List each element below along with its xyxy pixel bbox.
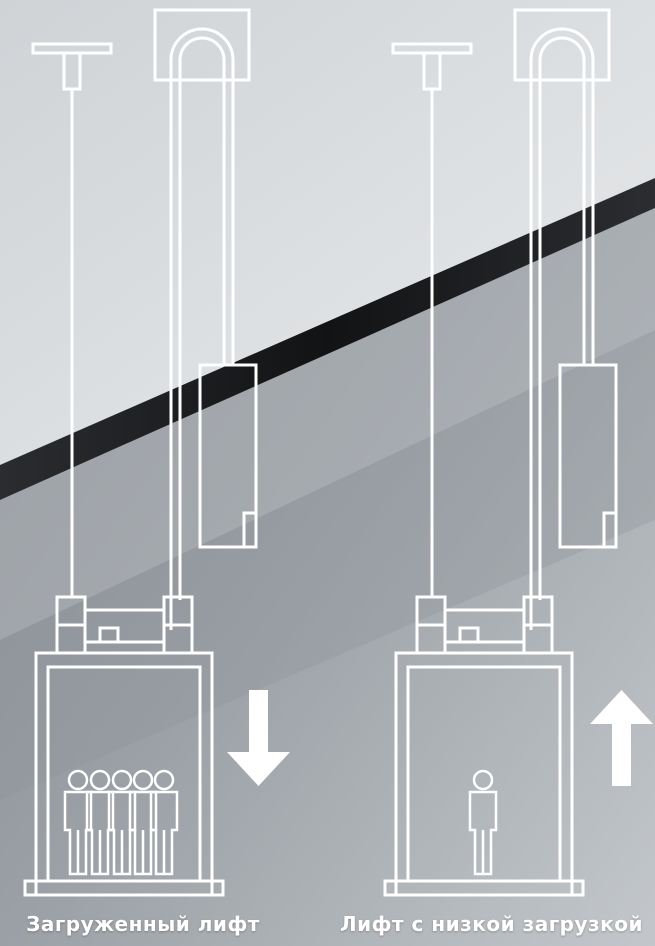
person-icon xyxy=(470,771,496,874)
crosshead-block xyxy=(100,628,118,642)
crosshead-beam xyxy=(445,610,524,642)
pulley-wheel-inner xyxy=(180,38,224,600)
pulley-box xyxy=(515,10,609,80)
light-elevator-caption: Лифт с низкой загрузкой xyxy=(340,912,640,936)
loaded-elevator xyxy=(25,10,290,895)
pulley-box xyxy=(155,10,249,80)
counterweight-foot xyxy=(604,513,616,547)
counterweight-foot xyxy=(244,513,256,547)
support-stem xyxy=(64,53,80,89)
counterweight xyxy=(200,365,256,547)
arrow-down-icon xyxy=(227,690,290,786)
arrow-up-icon xyxy=(590,690,653,786)
cabin-floor xyxy=(385,881,583,895)
crosshead-block xyxy=(460,628,478,642)
crosshead-beam xyxy=(85,610,164,642)
cabin-floor xyxy=(25,881,223,895)
cabin-frame-outer xyxy=(36,653,212,895)
support-stem xyxy=(424,53,440,89)
loaded-elevator-caption: Загруженный лифт xyxy=(18,912,268,936)
pulley-wheel-inner xyxy=(540,38,584,600)
passenger-group xyxy=(65,771,177,874)
counterweight xyxy=(560,365,616,547)
light-elevator xyxy=(385,10,653,895)
